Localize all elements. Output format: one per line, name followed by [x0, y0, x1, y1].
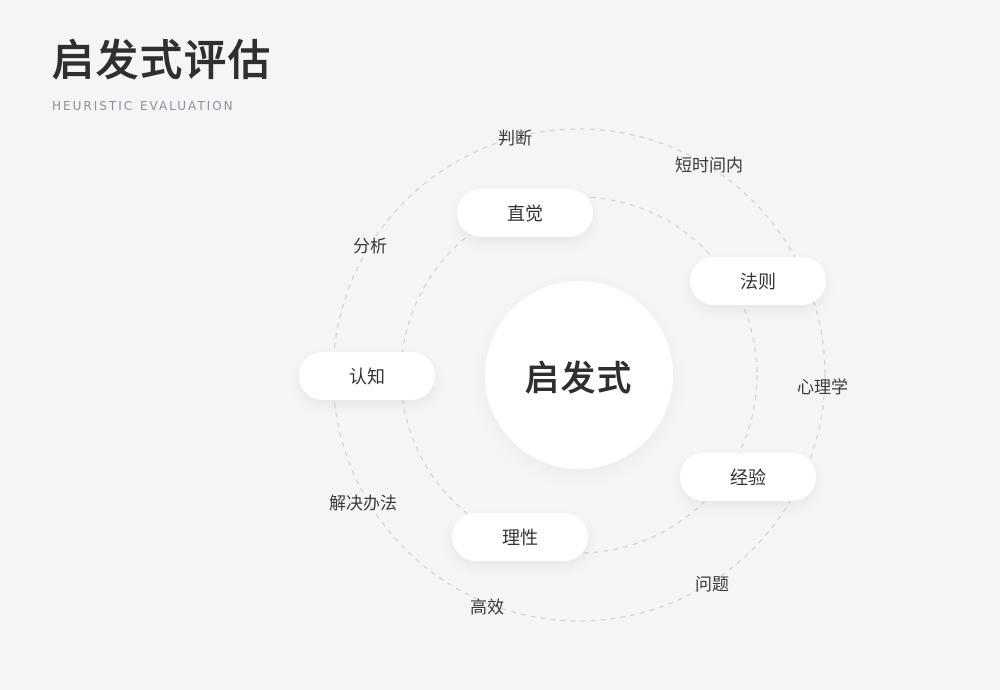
inner-ring — [400, 196, 758, 554]
page-title: 启发式评估 — [52, 36, 273, 85]
outer-label-judgment: 判断 — [498, 129, 532, 149]
outer-label-efficient: 高效 — [470, 598, 504, 618]
center-node: 启发式 — [485, 281, 673, 469]
inner-node-experience: 经验 — [680, 453, 816, 501]
outer-label-short-time: 短时间内 — [675, 156, 743, 176]
inner-node-rationality: 理性 — [452, 513, 588, 561]
outer-label-problem: 问题 — [695, 575, 729, 595]
inner-node-intuition: 直觉 — [457, 189, 593, 237]
center-label: 启发式 — [525, 358, 633, 399]
outer-label-psychology: 心理学 — [797, 378, 848, 398]
inner-node-cognition: 认知 — [299, 352, 435, 400]
outer-label-analysis: 分析 — [353, 237, 387, 257]
page-subtitle: HEURISTIC EVALUATION — [52, 99, 235, 113]
inner-node-rules: 法则 — [690, 257, 826, 305]
outer-label-solution: 解决办法 — [329, 494, 397, 514]
